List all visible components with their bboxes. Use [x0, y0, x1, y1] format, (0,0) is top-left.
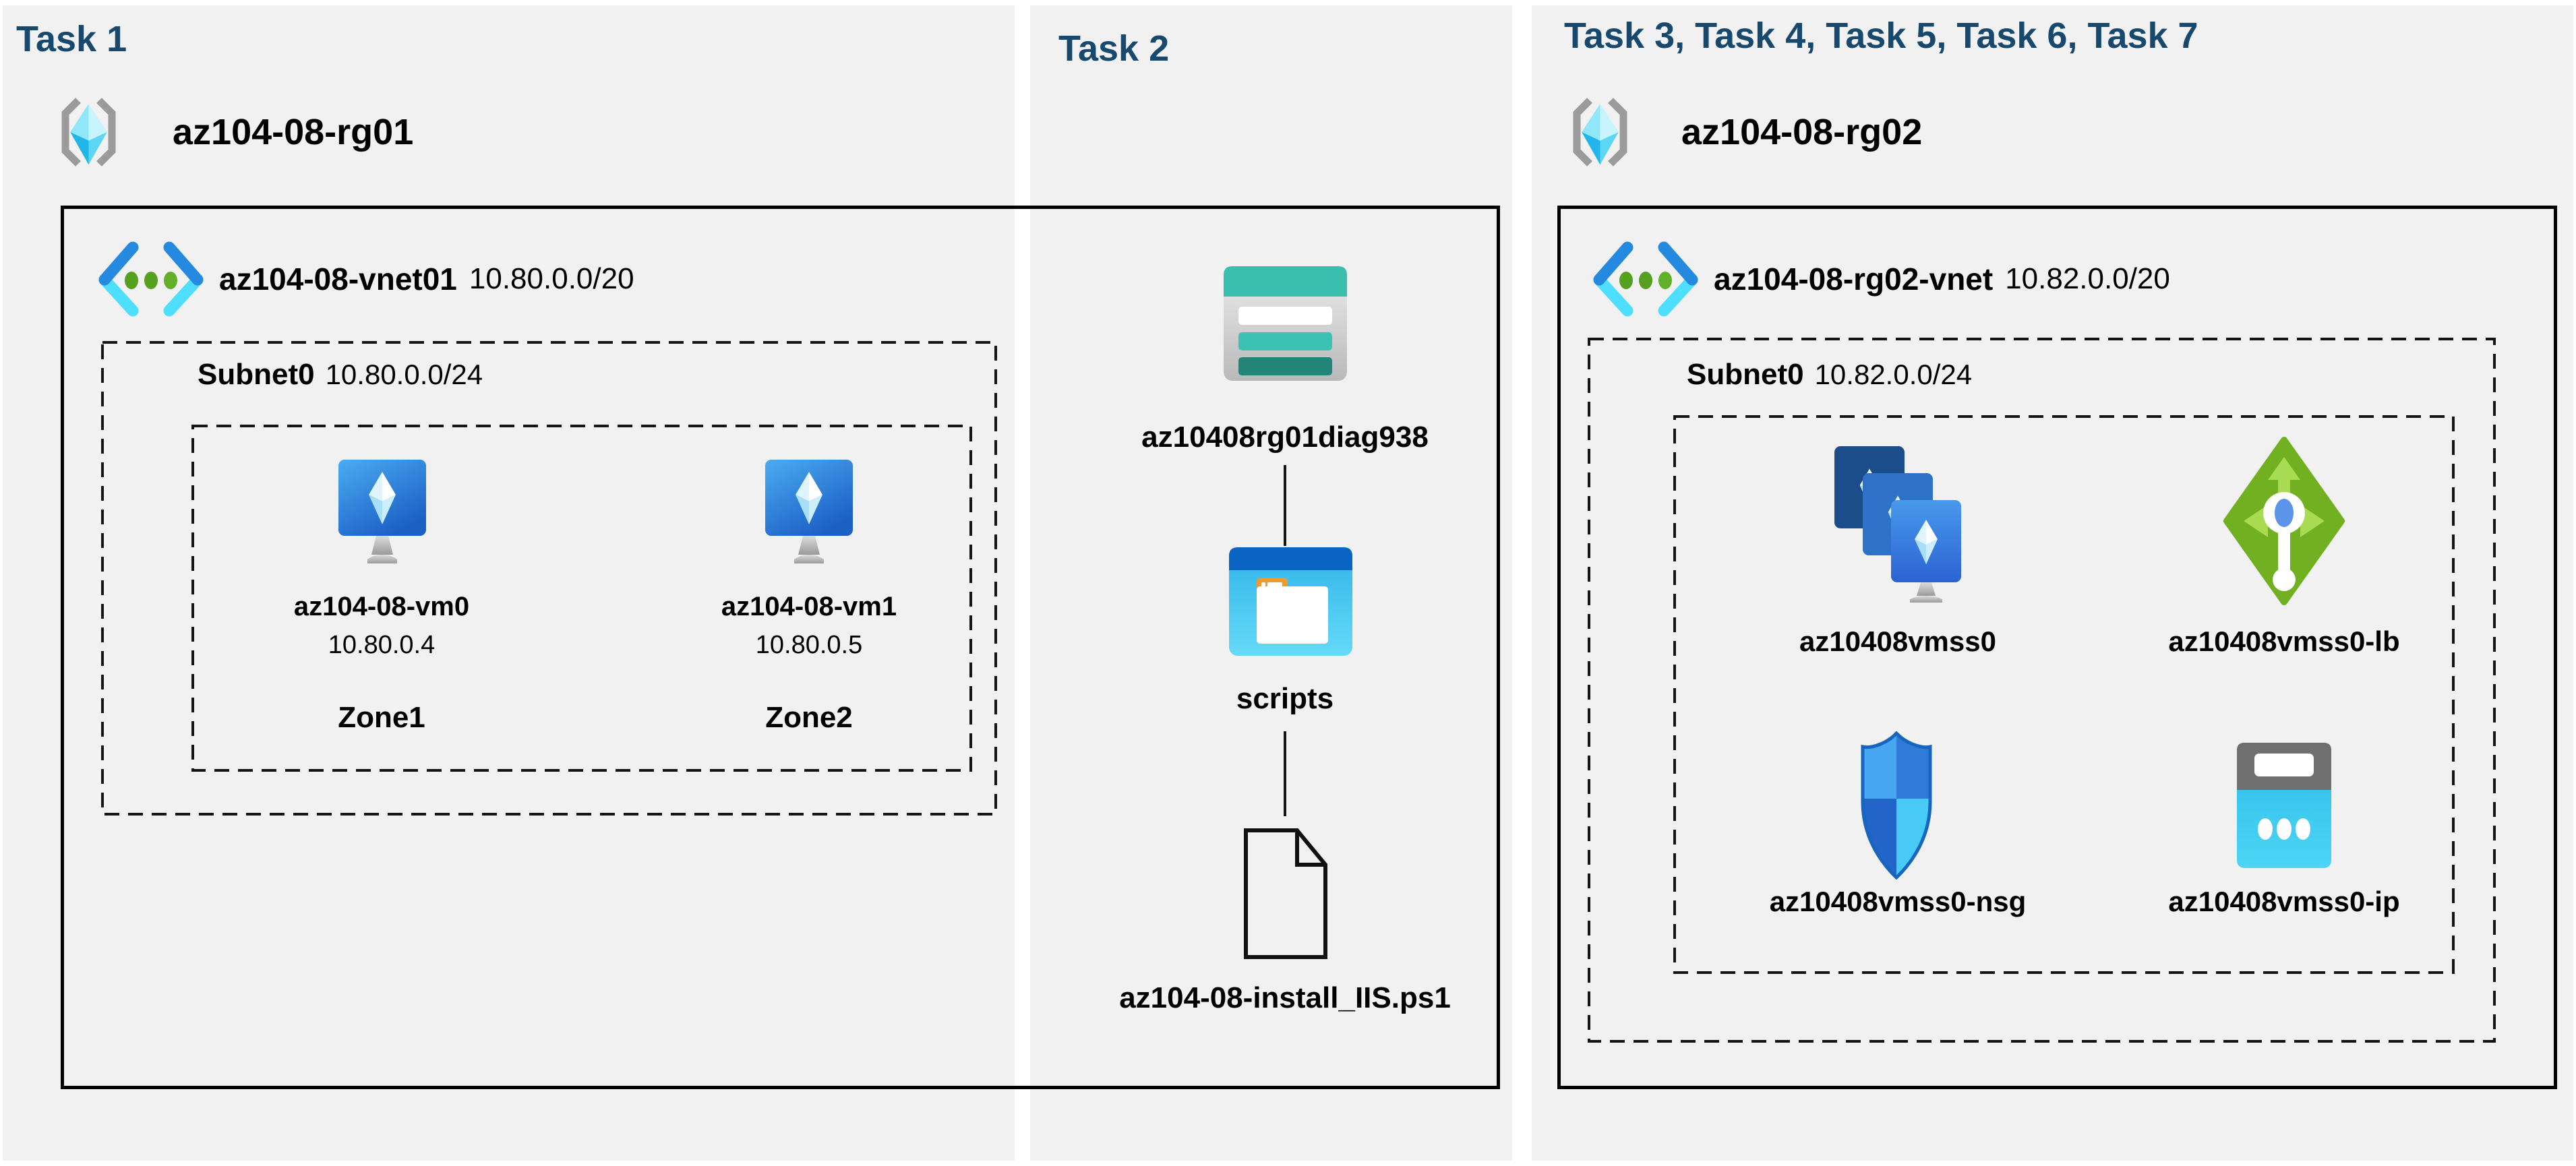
subnet2-label: Subnet0 10.82.0.0/24 [1687, 356, 1972, 394]
vnet2-label: az104-08-rg02-vnet 10.82.0.0/20 [1714, 241, 2170, 317]
vm1-ip: 10.80.0.5 [755, 631, 863, 659]
vm-group-dashed-box [191, 425, 972, 772]
network-security-group-icon [1856, 731, 1937, 880]
vnet1-label: az104-08-vnet01 10.80.0.0/20 [219, 241, 634, 317]
virtual-network-icon [1592, 241, 1699, 317]
vnet1-box [61, 206, 1500, 1089]
vnet2-cidr: 10.82.0.0/20 [2005, 262, 2170, 295]
vnet2-name: az104-08-rg02-vnet [1714, 262, 1994, 297]
vmss-name: az10408vmss0 [1799, 625, 1996, 657]
rg1-name-text: az104-08-rg01 [173, 112, 414, 152]
blob-container-icon [1229, 547, 1352, 656]
virtual-network-icon [98, 241, 204, 317]
vm1-zone: Zone2 [765, 701, 853, 734]
subnet1-label: Subnet0 10.80.0.0/24 [198, 356, 483, 394]
virtual-machine-icon [337, 460, 427, 563]
task1-title: Task 1 [16, 19, 127, 59]
vnet1-name: az104-08-vnet01 [219, 262, 457, 297]
storage-account-icon [1224, 266, 1347, 381]
resource-group-name: az104-08-rg02 [1681, 95, 1922, 169]
file-icon [1244, 828, 1327, 959]
vnet2-box [1557, 206, 2557, 1089]
vmss-group-dashed-box [1673, 415, 2455, 974]
public-ip-name: az10408vmss0-ip [2168, 886, 2400, 917]
rg2-name-text: az104-08-rg02 [1681, 112, 1923, 152]
vm0-zone: Zone1 [338, 701, 425, 734]
resource-group-icon [1565, 95, 1635, 169]
container-name: scripts [1236, 682, 1334, 715]
connector-line [1284, 731, 1286, 816]
virtual-machine-icon [764, 460, 854, 563]
public-ip-icon [2237, 743, 2331, 868]
storage-account-name: az10408rg01diag938 [1141, 421, 1429, 454]
subnet2-dashed-box [1588, 338, 2496, 1043]
task2-title: Task 2 [1058, 28, 1170, 69]
vm0-ip: 10.80.0.4 [328, 631, 436, 659]
resource-group-name: az104-08-rg01 [173, 95, 413, 169]
subnet1-name: Subnet0 [198, 358, 315, 391]
subnet2-cidr: 10.82.0.0/24 [1814, 359, 1973, 390]
subnet2-name: Subnet0 [1687, 358, 1804, 391]
resource-group-icon [54, 95, 123, 169]
vnet1-cidr: 10.80.0.0/20 [469, 262, 634, 295]
task3-title: Task 3, Task 4, Task 5, Task 6, Task 7 [1564, 16, 2198, 56]
connector-line [1284, 465, 1286, 546]
vm1-name: az104-08-vm1 [721, 592, 897, 621]
vm0-name: az104-08-vm0 [293, 592, 470, 621]
subnet1-cidr: 10.80.0.0/24 [325, 359, 483, 390]
nsg-name: az10408vmss0-nsg [1769, 886, 2027, 917]
script-file-name: az104-08-install_IIS.ps1 [1119, 981, 1451, 1014]
load-balancer-name: az10408vmss0-lb [2168, 625, 2400, 657]
task3-panel [1532, 5, 2573, 1161]
vm-scale-set-icon [1834, 446, 1961, 604]
task1-panel [3, 5, 1015, 1161]
load-balancer-icon [2223, 437, 2345, 605]
